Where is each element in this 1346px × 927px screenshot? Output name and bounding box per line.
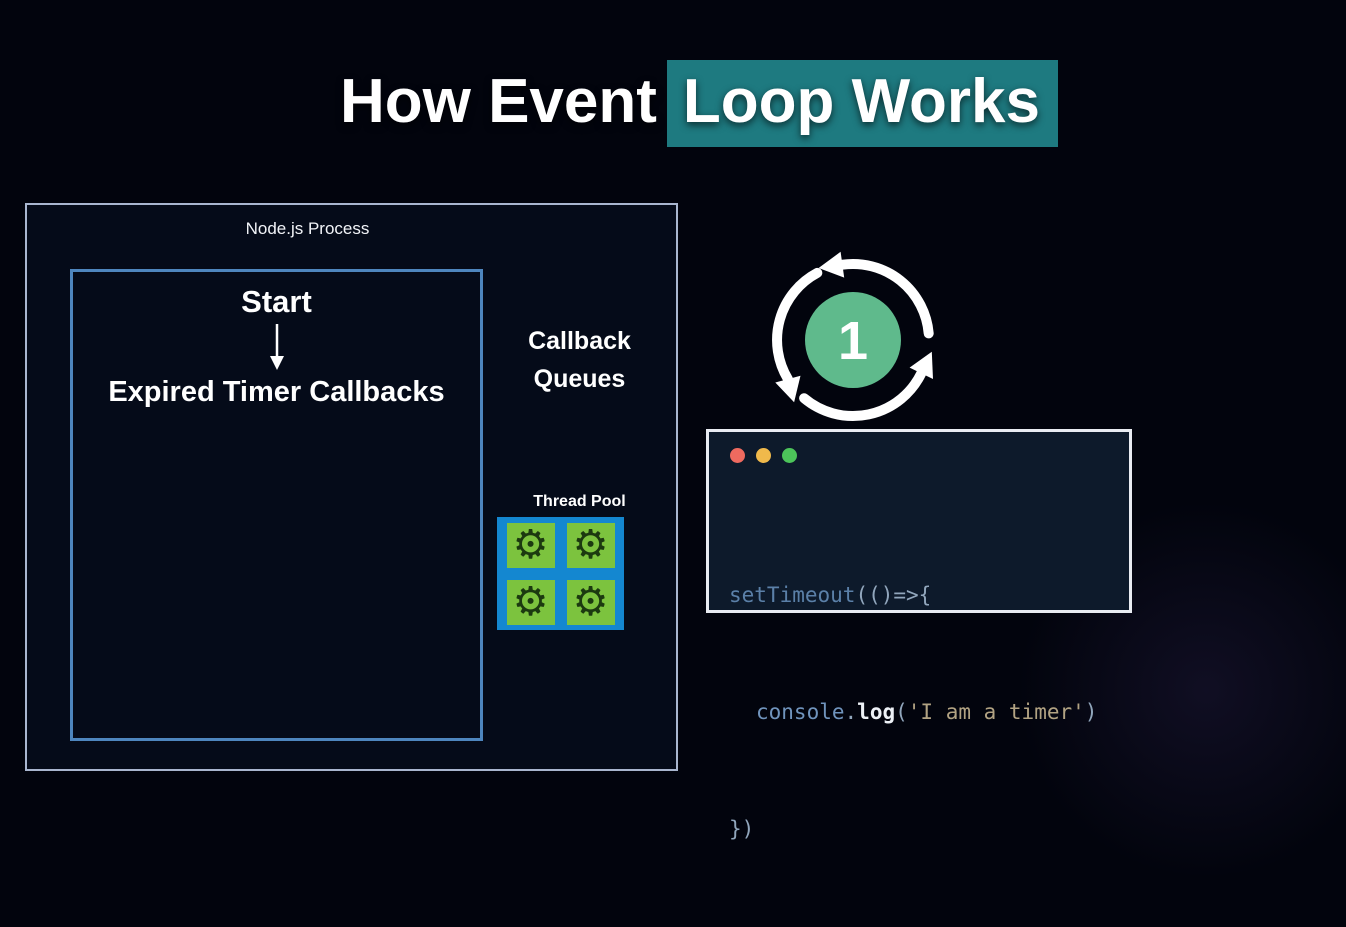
loop-arrows-icon bbox=[772, 259, 934, 421]
code-line-1: setTimeout(()=>{ bbox=[729, 576, 1121, 615]
thread-tile: ⚙ bbox=[506, 522, 555, 568]
gear-icon: ⚙ bbox=[572, 522, 609, 568]
title-highlighted-text: Loop Works bbox=[666, 60, 1058, 147]
event-loop-cycle-icon: 1 bbox=[772, 251, 934, 421]
maximize-window-icon bbox=[782, 448, 797, 463]
thread-tile: ⚙ bbox=[566, 522, 615, 568]
callback-queues-label: Callback Queues bbox=[497, 322, 662, 398]
code-line-2: console.log('I am a timer') bbox=[729, 693, 1121, 732]
code-token-method: log bbox=[857, 700, 896, 724]
code-snippet: setTimeout(()=>{ console.log('I am a tim… bbox=[729, 498, 1121, 927]
code-line-3: }) bbox=[729, 810, 1121, 849]
step-number: 1 bbox=[838, 311, 868, 371]
step-circle bbox=[805, 292, 901, 388]
callback-queues-line1: Callback bbox=[528, 327, 631, 355]
nodejs-process-label: Node.js Process bbox=[245, 219, 370, 238]
gear-icon: ⚙ bbox=[572, 579, 609, 625]
gear-icon: ⚙ bbox=[512, 522, 549, 568]
code-token-function: setTimeout bbox=[729, 583, 856, 607]
close-window-icon bbox=[730, 448, 745, 463]
nodejs-process-box: Node.js Process Start Expired Timer Call… bbox=[25, 203, 678, 771]
code-editor-window: setTimeout(()=>{ console.log('I am a tim… bbox=[706, 429, 1132, 841]
code-token-paren-open: ( bbox=[895, 700, 908, 724]
callback-queues-line2: Queues bbox=[533, 365, 626, 393]
thread-pool-label: Thread Pool bbox=[533, 493, 626, 510]
code-token-object: console bbox=[756, 700, 845, 724]
event-loop-phase-box: Start Expired Timer Callbacks bbox=[70, 269, 483, 741]
down-arrow-icon bbox=[269, 324, 284, 370]
window-controls bbox=[730, 448, 797, 463]
title-plain-text: How Event bbox=[339, 67, 657, 136]
code-token-string: 'I am a timer' bbox=[907, 700, 1085, 724]
start-label: Start bbox=[241, 284, 312, 319]
thread-pool-box: ⚙ ⚙ ⚙ ⚙ bbox=[497, 517, 624, 630]
minimize-window-icon bbox=[756, 448, 771, 463]
code-token-paren-close: ) bbox=[1084, 700, 1098, 724]
code-token-dot: . bbox=[844, 700, 858, 724]
gear-icon: ⚙ bbox=[512, 579, 549, 625]
code-token-punct: (()=>{ bbox=[855, 583, 932, 607]
page-title: How Event Loop Works bbox=[26, 60, 1346, 147]
thread-tile: ⚙ bbox=[566, 579, 615, 625]
expired-timer-callbacks-label: Expired Timer Callbacks bbox=[108, 376, 445, 408]
code-token-close: }) bbox=[729, 817, 755, 841]
loop-arrowheads-icon bbox=[775, 251, 933, 403]
thread-tile: ⚙ bbox=[506, 579, 555, 625]
